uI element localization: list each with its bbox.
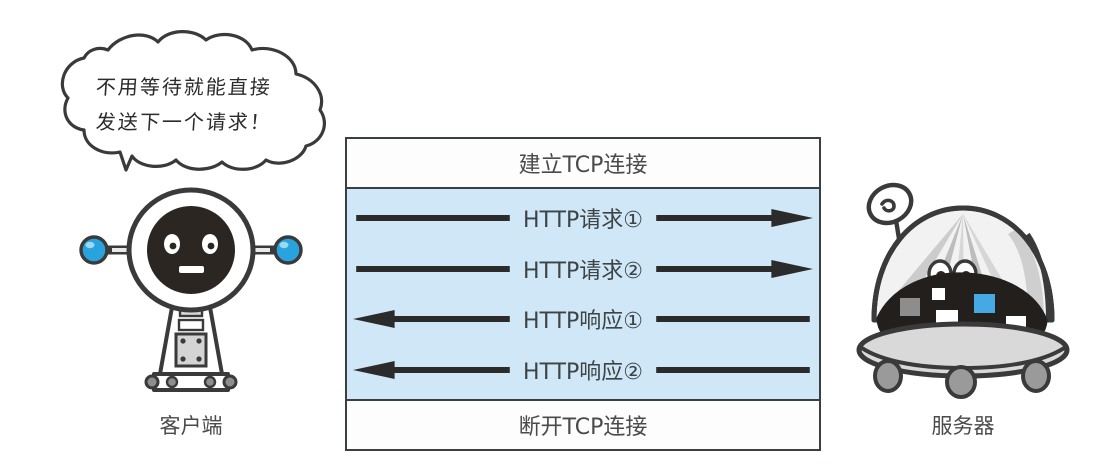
server-robot-illustration [848, 168, 1078, 408]
arrow-right-segment-response-2 [653, 359, 813, 381]
table-row: HTTP请求① [347, 193, 819, 244]
tcp-establish-label: 建立TCP连接 [518, 153, 648, 178]
speech-bubble: 不用等待就能直接 发送下一个请求！ [34, 28, 334, 178]
table-row: HTTP响应② [347, 345, 819, 396]
arrow-left-head-response-1 [353, 308, 513, 330]
arrow-right-head-request-1 [653, 207, 813, 229]
client-robot-svg [79, 187, 303, 392]
table-row: HTTP请求② [347, 244, 819, 295]
server-base [856, 321, 1070, 399]
client-robot-illustration [66, 178, 316, 408]
row-label-request-1: HTTP请求① [522, 208, 644, 234]
tcp-close-band: 断开TCP连接 [347, 399, 819, 449]
robot-head [126, 187, 256, 313]
arrow-right-head-request-2 [653, 258, 813, 280]
server-label: 服务器 [931, 414, 995, 438]
http-exchange-body: HTTP请求① HTTP请求② [347, 189, 819, 399]
row-label-response-1: HTTP响应① [522, 309, 644, 335]
server-robot-svg [856, 182, 1070, 399]
arrow-left-segment-request-2 [353, 258, 513, 280]
tcp-close-label: 断开TCP连接 [518, 415, 648, 440]
row-label-request-2: HTTP请求② [522, 258, 644, 284]
arrow-left-segment-request-1 [353, 207, 513, 229]
tcp-establish-band: 建立TCP连接 [347, 139, 819, 189]
tcp-sequence-box: 建立TCP连接 HTTP请求① [345, 137, 821, 451]
speech-bubble-shape [60, 30, 326, 172]
client-label: 客户端 [159, 414, 223, 438]
arrow-left-head-response-2 [353, 359, 513, 381]
arrow-right-segment-response-1 [653, 308, 813, 330]
table-row: HTTP响应① [347, 294, 819, 345]
row-label-response-2: HTTP响应② [522, 359, 644, 385]
